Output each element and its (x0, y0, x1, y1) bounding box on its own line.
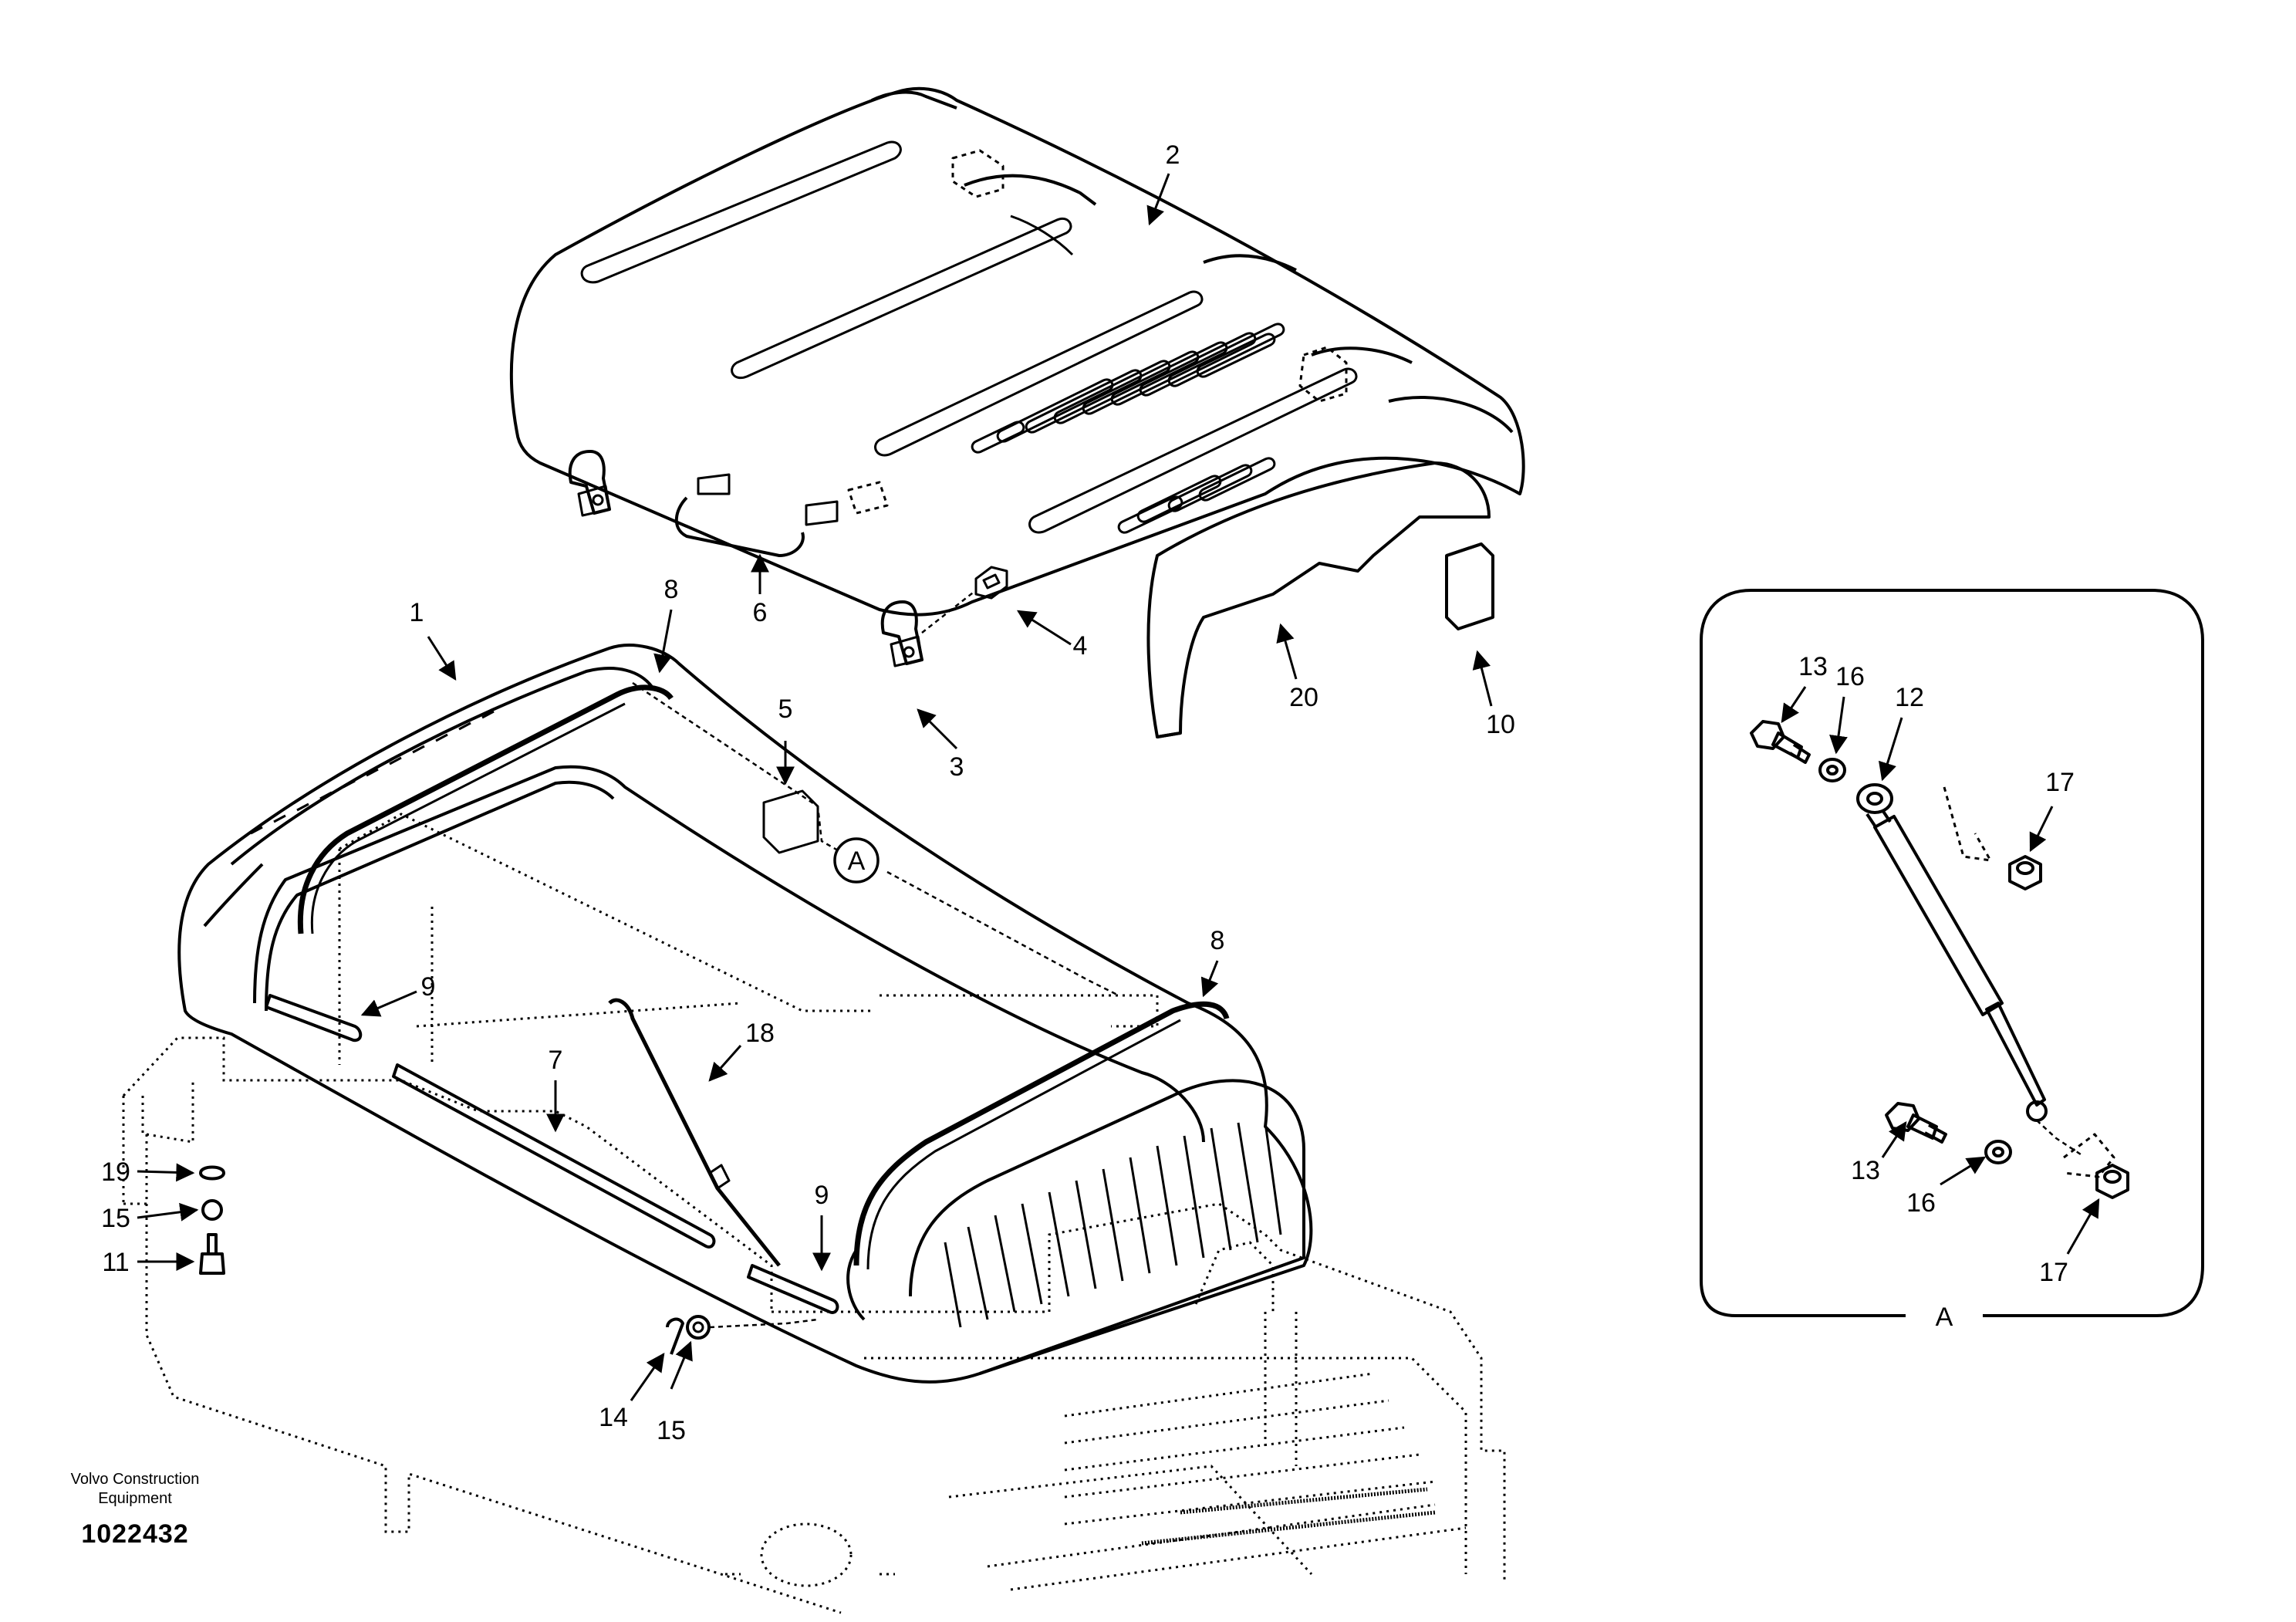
detail-callout-16-bottom: 16 (1906, 1188, 1936, 1218)
detail-callout-13-bottom: 13 (1851, 1156, 1880, 1185)
callout-2: 2 (1166, 140, 1180, 170)
detail-frame (1700, 589, 2204, 1317)
machine-frame (122, 813, 1506, 1614)
callout-5: 5 (778, 694, 793, 724)
callout-8-left: 8 (664, 575, 679, 604)
callout-15-left: 15 (101, 1204, 130, 1233)
detail-callout-13-top: 13 (1798, 652, 1828, 681)
callout-10: 10 (1486, 710, 1515, 739)
callout-4: 4 (1073, 631, 1088, 661)
document-number: 1022432 (81, 1519, 189, 1549)
detail-callout-12: 12 (1895, 683, 1924, 712)
callout-15-bottom: 15 (657, 1416, 686, 1445)
callout-11: 11 (102, 1248, 129, 1277)
callout-9-left: 9 (421, 972, 436, 1002)
callout-1: 1 (410, 598, 424, 627)
view-marker-label: A (848, 846, 866, 876)
callout-3: 3 (950, 752, 964, 782)
callout-9-right: 9 (815, 1181, 829, 1210)
callout-8-right: 8 (1210, 926, 1225, 955)
detail-callout-16-top: 16 (1835, 662, 1865, 691)
callout-20: 20 (1289, 683, 1319, 712)
callout-14: 14 (599, 1403, 628, 1432)
callout-18: 18 (745, 1019, 775, 1048)
detail-callout-17-bottom: 17 (2039, 1258, 2068, 1287)
detail-callout-17-top: 17 (2045, 768, 2075, 797)
detail-view-a: A (1700, 589, 2204, 1332)
callout-7: 7 (549, 1046, 563, 1075)
callout-6: 6 (753, 598, 768, 627)
callout-19: 19 (101, 1157, 130, 1187)
detail-label: A (1936, 1303, 1953, 1332)
manufacturer-line-1: Volvo Construction (70, 1471, 200, 1488)
callout-arrows (137, 173, 1493, 1401)
callout-labels: 1 2 3 4 5 6 7 8 8 9 9 10 11 14 15 15 18 … (101, 140, 1515, 1445)
hood-base-part-1 (177, 644, 1313, 1384)
view-marker-a: A (833, 837, 880, 884)
manufacturer-line-2: Equipment (98, 1490, 172, 1507)
drawing-footer: Volvo Construction Equipment 1022432 (46, 1470, 224, 1549)
hood-cover-part-2 (509, 86, 1525, 738)
leader-lines (632, 590, 1119, 1329)
